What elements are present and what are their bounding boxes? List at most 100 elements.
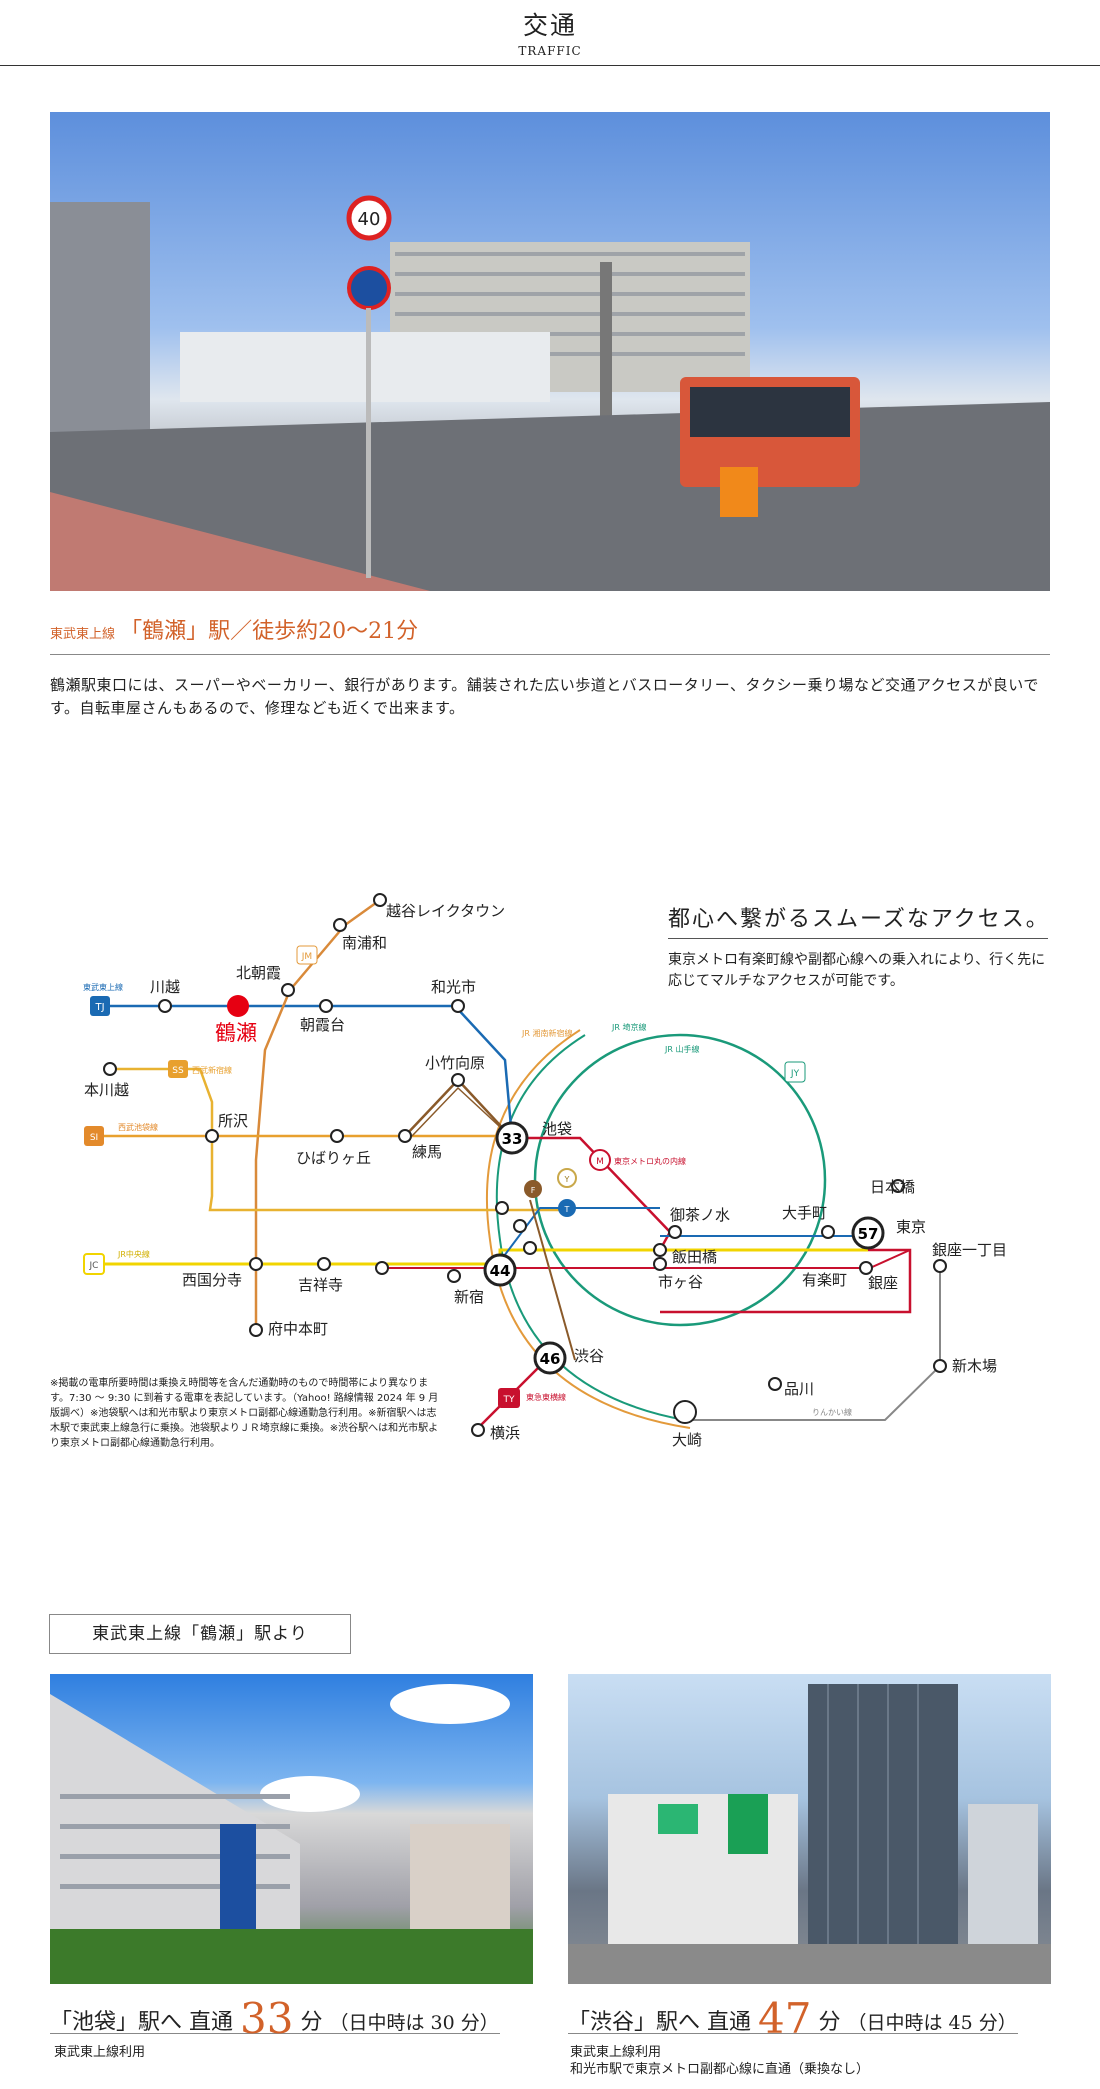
time-tokyo: 57 [851, 1216, 885, 1250]
station-tsuruse: 鶴瀬 [215, 1021, 257, 1045]
dest-shibuya-note2: 和光市駅で東京メトロ副都心線に直通（乗換なし） [570, 2062, 870, 2077]
timetable-note: ※掲載の電車所要時間は乗換え時間等を含んだ通勤時のもので時間帯により異なります。… [50, 1378, 439, 1449]
badge-ty-text: TY [503, 1395, 515, 1405]
access-body: 東京メトロ有楽町線や副都心線への乗入れにより、行く先に応じてマルチなアクセスが可… [668, 952, 1046, 989]
badge-jm [296, 945, 318, 965]
dest-ikebukuro: 「池袋」駅へ 直通 33 分 （日中時は 30 分） [50, 1994, 500, 2043]
station-koshigaya: 越谷レイクタウン [386, 902, 505, 920]
dest-ikebukuro-daytime: （日中時は 30 分） [329, 2012, 499, 2034]
dest-shibuya-daytime: （日中時は 45 分） [847, 2012, 1017, 2034]
badge-t [558, 1199, 576, 1217]
station-otemachi: 大手町 [782, 1204, 827, 1222]
badge-ty [498, 1388, 520, 1408]
label-yamanote: JR 山手線 [664, 1044, 699, 1054]
time-shinjuku: 44 [483, 1253, 517, 1287]
dest-shibuya-minutes: 47 [758, 1994, 812, 2043]
page-header: 交通 TRAFFIC [0, 0, 1100, 66]
label-jr-chuo: JR中央線 [117, 1249, 150, 1259]
station-kokubunji: 西国分寺 [182, 1271, 242, 1289]
label-marunouchi: 東京メトロ丸の内線 [614, 1156, 686, 1166]
tobu-tojo-line [90, 1004, 514, 1139]
station-yurakucho: 有楽町 [802, 1271, 847, 1289]
tozai-line [497, 1207, 660, 1265]
time-ikebukuro: 33 [495, 1121, 529, 1155]
station-caption-line: 東武東上線 [50, 627, 116, 642]
station-fuchuhonmachi: 府中本町 [268, 1320, 328, 1338]
station-caption: 東武東上線 「鶴瀬」駅／徒歩約20〜21分 [50, 613, 1050, 655]
badge-tj-text: TJ [94, 1002, 104, 1013]
station-kitaasaka: 北朝霞 [236, 964, 281, 982]
station-shinagawa: 品川 [784, 1380, 814, 1398]
label-seibu-shinjuku: 西武新宿線 [192, 1065, 232, 1075]
badge-jc-text: JC [89, 1261, 99, 1271]
station-yokohama: 横浜 [490, 1424, 520, 1442]
station-ginza1: 銀座一丁目 [932, 1241, 1007, 1259]
station-honkawagoe: 本川越 [84, 1081, 129, 1099]
badge-ss [168, 1060, 188, 1078]
svg-text:40: 40 [358, 209, 381, 230]
route-map: TJ 東武東上線 JM SS 西武新宿線 SI 西武池袋線 JC JR中央線 J… [83, 893, 1007, 1449]
musashino-line [254, 898, 381, 1330]
station-description: 鶴瀬駅東口には、スーパーやベーカリー、銀行があります。舗装された広い歩道とバスロ… [50, 676, 1039, 717]
station-osaki: 大崎 [672, 1431, 702, 1449]
station-kawagoe: 川越 [150, 978, 180, 996]
badge-jc [83, 1253, 105, 1275]
station-ikebukuro: 池袋 [542, 1120, 572, 1138]
rinkai-line [685, 1264, 941, 1421]
badge-jy [784, 1061, 806, 1083]
badge-y-text: Y [564, 1175, 570, 1184]
dest-shibuya-pre: 「渋谷」駅へ 直通 [568, 2010, 751, 2035]
dest-ikebukuro-pre: 「池袋」駅へ 直通 [50, 2010, 233, 2035]
yamanote-line [533, 1033, 827, 1327]
chuo-line [92, 1248, 868, 1266]
saikyo-line [495, 1034, 686, 1421]
shibuya-photo-art [568, 1684, 1051, 1984]
badge-f [524, 1180, 542, 1198]
page-title: 交通 [522, 11, 577, 40]
shibuya-photo [568, 1674, 1051, 1984]
station-asakadai: 朝霞台 [300, 1016, 345, 1034]
label-shonan-shinjuku: JR 湘南新宿線 [521, 1028, 572, 1038]
station-nerima: 練馬 [412, 1143, 442, 1161]
station-shinkiba: 新木場 [952, 1357, 997, 1375]
badge-y [557, 1168, 577, 1188]
badge-si [84, 1126, 104, 1146]
svg-text:33: 33 [502, 1130, 523, 1148]
station-kotakemukaihara: 小竹向原 [425, 1054, 485, 1072]
station-ichigaya: 市ヶ谷 [658, 1273, 703, 1291]
badge-ss-text: SS [172, 1066, 184, 1076]
label-saikyo: JR 埼京線 [611, 1022, 646, 1032]
dest-shibuya-unit: 分 [818, 2010, 841, 2035]
badge-m [589, 1149, 611, 1171]
station-nihonbashi: 日本橋 [870, 1178, 915, 1196]
ikebukuro-photo [50, 1674, 533, 1984]
marunouchi-line [512, 1136, 912, 1314]
from-station-label: 東武東上線「鶴瀬」駅より [49, 1614, 351, 1654]
label-tobu: 東武東上線 [83, 982, 123, 992]
badge-tj [90, 996, 110, 1016]
station-tokorozawa: 所沢 [218, 1112, 248, 1130]
station-minamiurawa: 南浦和 [342, 934, 387, 952]
label-seibu-ikebukuro: 西武池袋線 [118, 1122, 158, 1132]
svg-text:44: 44 [490, 1262, 511, 1280]
dest-ikebukuro-minutes: 33 [240, 1994, 294, 2043]
station-iidabashi: 飯田橋 [672, 1248, 717, 1266]
station-shibuya: 渋谷 [574, 1347, 604, 1365]
station-photo-art: 40 [50, 195, 1050, 591]
label-toyoko: 東急東横線 [526, 1392, 566, 1402]
station-caption-walk: 「鶴瀬」駅／徒歩約20〜21分 [120, 619, 419, 644]
access-title: 都心へ繋がるスムーズなアクセス。 [668, 907, 1050, 932]
time-shibuya: 46 [533, 1341, 567, 1375]
ikebukuro-photo-art [50, 1684, 533, 1984]
page-subtitle: TRAFFIC [518, 44, 582, 58]
dest-shibuya-note: 東武東上線利用 和光市駅で東京メトロ副都心線に直通（乗換なし） [570, 2044, 869, 2078]
label-rinkai: りんかい線 [812, 1407, 852, 1417]
station-ginza: 銀座 [868, 1274, 898, 1292]
badge-m-text: M [596, 1157, 604, 1167]
badge-jy-text: JY [790, 1069, 800, 1079]
tsuruse-marker [227, 995, 249, 1017]
shonan-shinjuku-line [485, 1029, 691, 1429]
svg-text:57: 57 [858, 1225, 879, 1243]
station-hibarigaoka: ひばりヶ丘 [296, 1149, 371, 1167]
station-wakoshi: 和光市 [431, 978, 476, 996]
